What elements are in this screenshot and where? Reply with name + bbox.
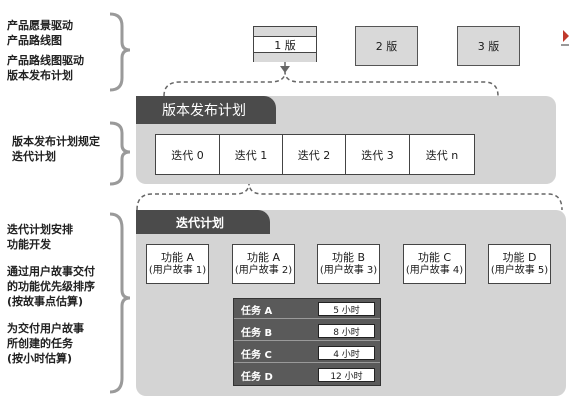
release-1-stack-top [254,27,316,37]
release-1: 1 版 [253,26,317,62]
label-iteration-plan: 迭代计划 [12,150,56,163]
arrowhead-release1 [280,66,290,73]
feature-box-3: 功能 B (用户故事 3) [317,244,380,284]
dashed-iteration-to-panel [136,182,563,211]
label-story-points: (按故事点估算) [7,295,84,308]
release-plan-title: 版本发布计划 [136,96,276,124]
label-via-stories: 通过用户故事交付 [7,265,95,278]
iteration-strip: 迭代 0 迭代 1 迭代 2 迭代 3 迭代 n [155,134,475,175]
label-product-roadmap: 产品路线图 [7,34,62,47]
feature-4-name: 功能 C [417,251,452,264]
feature-2-story: (用户故事 2) [234,265,293,276]
task-b-hours: 8 小时 [318,324,375,338]
label-tasks-created: 所创建的任务 [7,337,73,350]
logo-fragment [561,28,569,50]
task-c-name: 任务 C [241,350,272,361]
feature-3-name: 功能 B [331,251,366,264]
label-release-plan: 版本发布计划 [7,69,73,82]
feature-box-2: 功能 A (用户故事 2) [232,244,295,284]
label-for-stories: 为交付用户故事 [7,322,84,335]
task-b-name: 任务 B [241,328,273,339]
brace-middle [109,121,131,186]
feature-1-story: (用户故事 1) [148,265,207,276]
task-a-name: 任务 A [241,306,273,317]
feature-box-4: 功能 C (用户故事 4) [403,244,466,284]
task-a-hours: 5 小时 [318,302,375,316]
release-1-stack-bottom [254,53,316,62]
feature-3-story: (用户故事 3) [319,265,378,276]
task-c-hours: 4 小时 [318,346,375,360]
feature-5-story: (用户故事 5) [490,265,549,276]
iteration-plan-title: 迭代计划 [136,210,270,234]
iteration-2: 迭代 2 [283,135,346,174]
release-2: 2 版 [355,26,418,66]
release-1-label: 1 版 [254,37,316,53]
label-group-release: 版本发布计划规定 迭代计划 [12,134,100,164]
label-release-defines: 版本发布计划规定 [12,135,100,148]
feature-1-name: 功能 A [160,251,195,264]
feature-5-name: 功能 D [502,251,537,264]
brace-bottom [109,212,131,394]
label-iteration-arranges: 迭代计划安排 [7,223,73,236]
feature-box-5: 功能 D (用户故事 5) [488,244,551,284]
brace-top [109,12,131,92]
feature-2-name: 功能 A [246,251,281,264]
label-product-vision: 产品愿景驱动 [7,19,73,32]
feature-box-1: 功能 A (用户故事 1) [146,244,209,284]
label-feature-dev: 功能开发 [7,238,51,251]
task-d-hours: 12 小时 [318,368,375,382]
release-3: 3 版 [457,26,520,66]
label-roadmap-drives: 产品路线图驱动 [7,54,84,67]
label-group-vision: 产品愿景驱动 产品路线图 产品路线图驱动 版本发布计划 [7,18,84,83]
feature-4-story: (用户故事 4) [405,265,464,276]
label-priority: 的功能优先级排序 [7,280,95,293]
dashed-release-to-panel [163,71,499,97]
task-row-c: 任务 C 4 小时 [234,343,380,363]
label-group-iteration: 迭代计划安排 功能开发 通过用户故事交付 的功能优先级排序 (按故事点估算) 为… [7,222,95,366]
iteration-n: 迭代 n [410,135,474,174]
task-d-name: 任务 D [241,372,273,383]
task-table: 任务 A 5 小时 任务 B 8 小时 任务 C 4 小时 任务 D 12 小时 [233,298,381,386]
iteration-0: 迭代 0 [156,135,220,174]
iteration-1: 迭代 1 [220,135,283,174]
iteration-3: 迭代 3 [346,135,410,174]
label-hours: (按小时估算) [7,352,73,365]
task-row-b: 任务 B 8 小时 [234,321,380,341]
task-row-d: 任务 D 12 小时 [234,365,380,385]
task-row-a: 任务 A 5 小时 [234,299,380,319]
